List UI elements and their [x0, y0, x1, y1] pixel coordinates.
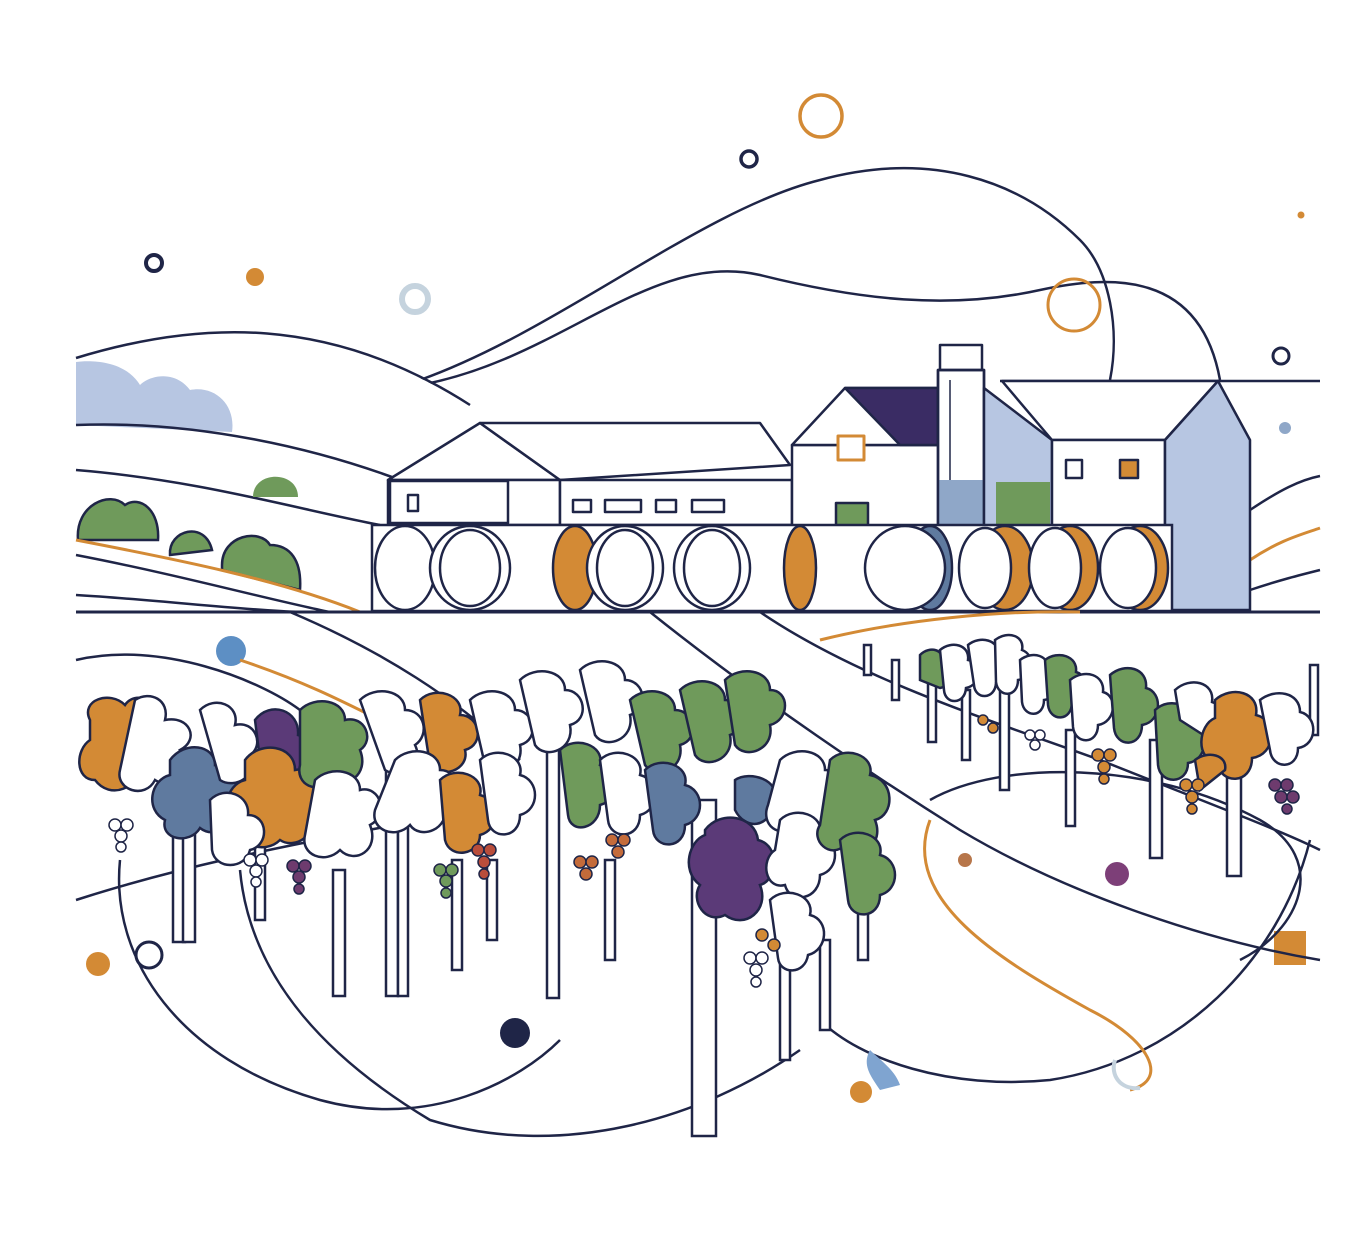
barn-window	[654, 498, 678, 514]
leaf	[838, 831, 897, 916]
house-window	[836, 434, 866, 462]
bush	[168, 530, 214, 557]
deco-square-orange	[1274, 931, 1306, 965]
vine-post	[890, 658, 901, 702]
grapes	[605, 833, 631, 859]
deco-dot-orange	[246, 268, 264, 286]
leaf	[518, 670, 584, 754]
grapes	[977, 714, 999, 734]
deco-dot-orange	[1297, 211, 1305, 219]
deco-dot-blue	[1279, 422, 1291, 434]
leaf	[478, 751, 537, 836]
vine-post	[862, 643, 873, 677]
barrel	[1098, 524, 1170, 612]
barrel	[672, 524, 818, 612]
foreground-accents	[866, 1050, 1141, 1091]
deco-dot-blue	[216, 636, 246, 666]
deco-ring-orange	[1046, 277, 1102, 333]
grapes	[108, 818, 134, 853]
vine-post	[1225, 768, 1243, 878]
vine-post	[1308, 663, 1320, 737]
deco-dot-ink	[500, 1018, 530, 1048]
floating-circles	[86, 93, 1306, 1103]
barrel-row	[76, 523, 1320, 614]
vine-post	[998, 688, 1011, 792]
deco-dot-orange	[958, 853, 972, 867]
grapes	[1024, 729, 1046, 751]
vine-post	[960, 688, 972, 762]
vine-post	[485, 858, 499, 942]
grapes	[243, 853, 269, 888]
vine-post	[603, 858, 617, 962]
grapes	[573, 855, 599, 881]
leaf	[816, 751, 891, 853]
deco-ring-ink	[144, 253, 164, 273]
deco-dot-purple	[1105, 862, 1129, 886]
leaf	[723, 670, 787, 754]
vine-post	[450, 858, 464, 972]
sky-wavy-lines	[419, 166, 1222, 387]
barrel	[551, 524, 665, 612]
barn-window	[603, 498, 643, 514]
bush	[220, 534, 302, 592]
barn	[386, 421, 794, 527]
deco-dot-orange	[850, 1081, 872, 1103]
deco-ring-orange	[798, 93, 844, 139]
barrel	[863, 524, 954, 612]
leaf	[687, 816, 776, 922]
vine-post	[818, 938, 832, 1032]
deco-dot-orange	[86, 952, 110, 976]
grapes	[286, 859, 312, 895]
vine-post	[926, 678, 938, 744]
grapes	[1091, 748, 1117, 785]
leaf	[208, 791, 266, 867]
deco-ring-ink	[739, 149, 759, 169]
vine-post	[331, 868, 347, 998]
barn-window	[406, 493, 420, 513]
leaf	[1068, 672, 1115, 742]
barrel	[373, 524, 512, 612]
right-vineyard	[862, 633, 1320, 878]
deco-ring-ink	[1271, 346, 1291, 366]
grapes	[755, 928, 781, 952]
small-bush	[253, 476, 298, 497]
leaf	[1258, 692, 1315, 766]
annex-window	[1064, 458, 1084, 480]
leaf	[643, 761, 702, 846]
grapes	[743, 951, 769, 988]
barrel	[1027, 524, 1100, 612]
annex-window	[1118, 458, 1140, 480]
vine-post	[545, 738, 561, 1000]
leaf	[768, 891, 826, 972]
grapes	[433, 863, 459, 899]
barn-window	[571, 498, 593, 514]
bush	[76, 498, 160, 542]
grapes	[1268, 778, 1300, 815]
vine-post	[1064, 728, 1077, 828]
deco-ring-blue	[399, 283, 431, 315]
leaf	[1108, 666, 1160, 744]
grape-bunches	[977, 714, 1300, 815]
left-vineyard	[78, 660, 897, 1138]
barrel	[957, 524, 1035, 612]
leaf	[303, 770, 382, 859]
grape-bunches	[108, 818, 781, 988]
barn-window	[690, 498, 726, 514]
vine-post	[778, 958, 792, 1062]
grapes	[1179, 778, 1205, 815]
sky-cloud	[76, 361, 233, 432]
grapes	[471, 843, 497, 880]
